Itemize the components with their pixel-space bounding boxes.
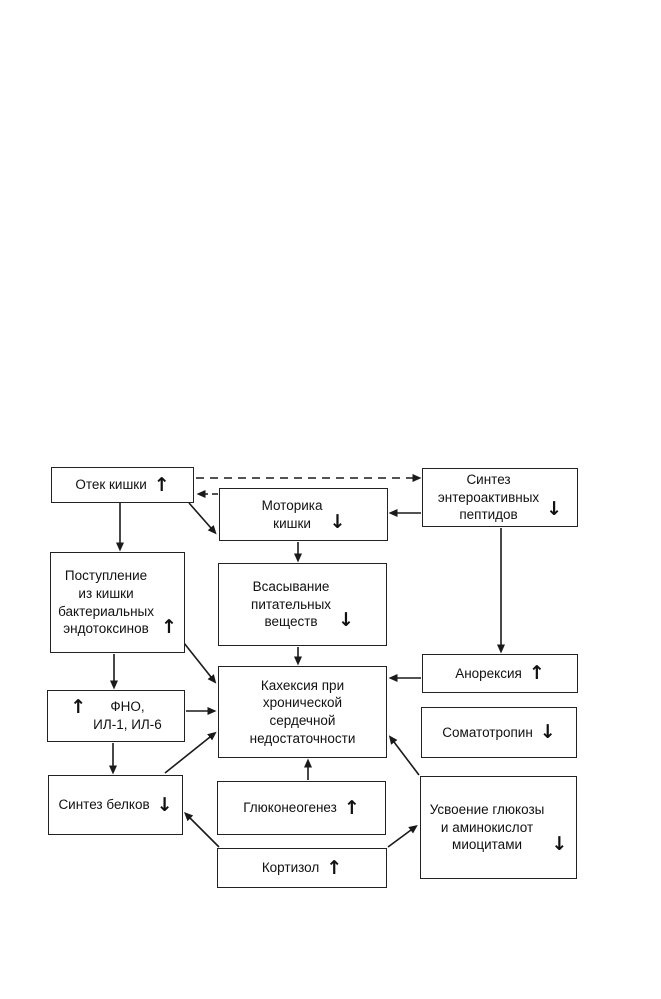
edge-postuplenie-to-kaheksiya — [183, 642, 217, 684]
trend-down-icon: ↓ — [338, 609, 354, 631]
edge-otek-to-motorika — [188, 502, 217, 535]
box-sintez-belkov: Синтез белков ↓ — [48, 775, 183, 835]
edge-sintez-belkov-to-kaheksiya — [164, 731, 217, 774]
box-label: Синтез энтероактивных пептидов — [437, 472, 540, 523]
trend-up-icon: ↑ — [528, 662, 545, 684]
trend-up-icon: ↑ — [70, 695, 87, 718]
trend-up-icon: ↑ — [160, 616, 177, 638]
box-label: Кахексия при хронической сердечной недос… — [249, 677, 356, 746]
box-kaheksiya-hsn: Кахексия при хронической сердечной недос… — [218, 666, 387, 758]
box-label: Соматотропин — [442, 724, 533, 740]
box-kortizol: Кортизол ↑ — [217, 848, 387, 888]
trend-up-icon: ↑ — [343, 796, 360, 819]
box-label: Глюконеогенез — [243, 800, 337, 816]
box-anoreksiya: Анорексия ↑ — [422, 654, 578, 693]
box-glyukoneogenez: Глюконеогенез ↑ — [217, 781, 386, 835]
box-somatotropin: Соматотропин ↓ — [421, 707, 577, 758]
box-usvoenie-glyukozy-miocitami: Усвоение глюкозы и аминокислот миоцитами… — [420, 776, 577, 879]
box-label: Отек кишки — [75, 477, 147, 493]
box-label: Синтез белков — [58, 797, 150, 813]
box-postuplenie-endotoksinov: Поступление из кишки бактериальных эндот… — [50, 552, 185, 653]
edge-kortizol-to-usvoenie — [387, 824, 418, 848]
box-label: Всасывание питательных веществ — [251, 579, 332, 630]
box-label: Кортизол — [261, 860, 320, 876]
edge-usvoenie-to-kaheksiya — [388, 735, 420, 776]
trend-up-icon: ↑ — [153, 473, 170, 496]
trend-down-icon: ↓ — [329, 511, 346, 533]
box-fno-il1-il6: ↑ ФНО, ИЛ-1, ИЛ-6 — [47, 690, 185, 742]
box-motorika-kishki: Моторика кишки ↓ — [219, 488, 388, 541]
box-otek-kishki: Отек кишки ↑ — [51, 467, 194, 503]
trend-down-icon: ↓ — [539, 721, 556, 743]
trend-down-icon: ↓ — [551, 833, 568, 855]
trend-up-icon: ↑ — [326, 856, 343, 879]
box-label: Усвоение глюкозы и аминокислот миоцитами — [429, 802, 545, 853]
box-label: Поступление из кишки бактериальных эндот… — [58, 568, 154, 637]
box-label: ФНО, ИЛ-1, ИЛ-6 — [93, 699, 162, 732]
trend-down-icon: ↓ — [546, 498, 563, 520]
box-label: Анорексия — [455, 665, 522, 681]
box-sintez-enteroaktivnyh-peptidov: Синтез энтероактивных пептидов ↓ — [422, 468, 578, 527]
box-label: Моторика кишки — [261, 497, 323, 531]
box-vsasyvanie-veshchestv: Всасывание питательных веществ ↓ — [218, 563, 387, 646]
edge-kortizol-to-sintez-belkov — [183, 811, 220, 848]
trend-down-icon: ↓ — [156, 793, 173, 816]
